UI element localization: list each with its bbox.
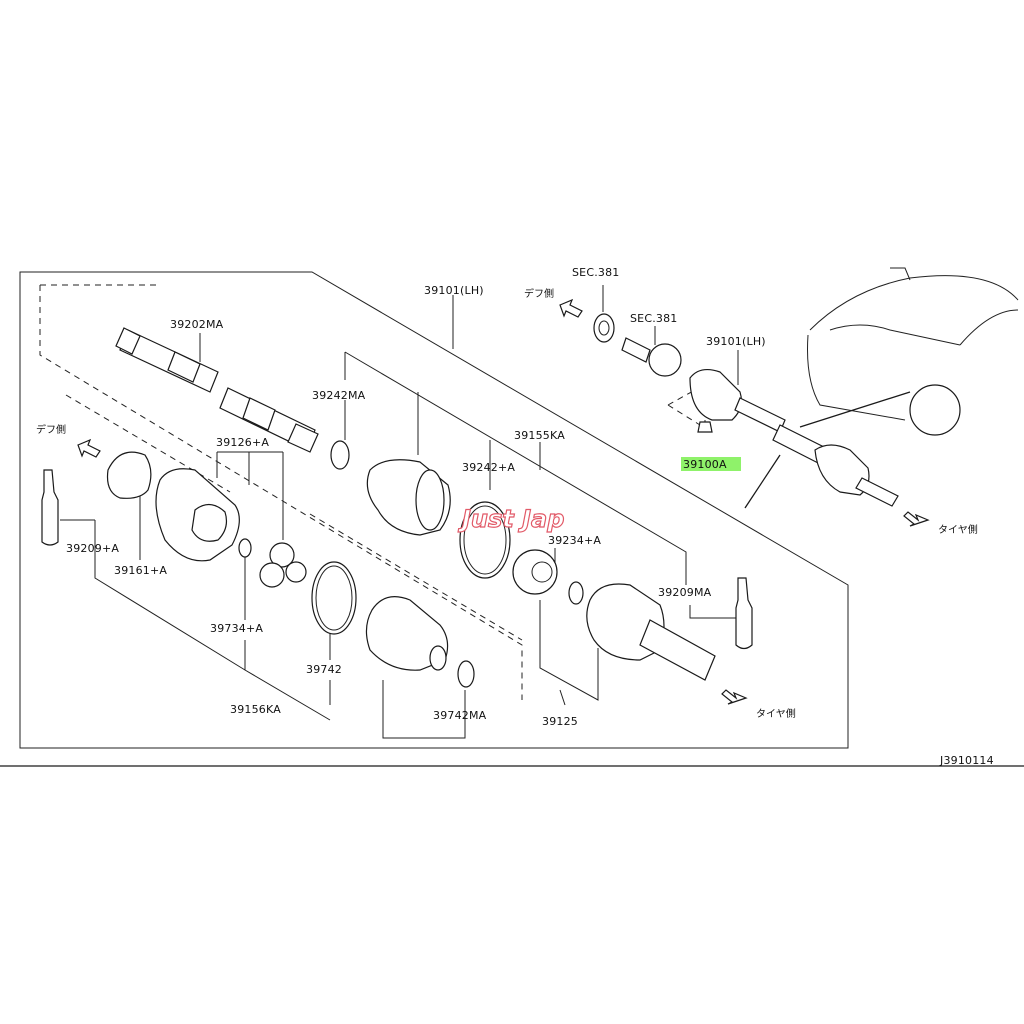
leader-lines (60, 285, 740, 739)
flange-sec381 (621, 337, 682, 377)
label-39242MA: 39242MA (312, 389, 366, 402)
boot-band-39742 (311, 561, 357, 635)
label-39234A: 39234+A (548, 534, 601, 547)
arrow-tire-side-right-icon (903, 511, 930, 527)
snap-ring-small (568, 581, 584, 605)
label-39126A: 39126+A (216, 436, 269, 449)
label-39742MA: 39742MA (433, 709, 487, 722)
small-band-39742MA (457, 660, 475, 688)
arrow-diff-side-top-icon (559, 298, 583, 318)
label-39101LH-main: 39101(LH) (424, 284, 484, 297)
label-sec381-mid: SEC.381 (630, 312, 678, 325)
label-tire-side-right: タイヤ側 (938, 523, 978, 536)
label-39742: 39742 (306, 663, 342, 676)
part-highlight (681, 457, 741, 471)
label-39161A: 39161+A (114, 564, 167, 577)
label-diff-side-left: デフ側 (36, 423, 66, 436)
diagram-frame (0, 271, 1024, 767)
label-39202MA: 39202MA (170, 318, 224, 331)
grease-bottle-right (735, 577, 753, 650)
label-sec381-top: SEC.381 (572, 266, 620, 279)
dashed-assembly-outline (39, 284, 523, 700)
small-band-39242MA (330, 440, 350, 470)
large-band-39242A (459, 501, 511, 579)
inner-shaft-39202MA (115, 327, 319, 453)
label-39242A: 39242+A (462, 461, 515, 474)
spider-assembly (259, 542, 307, 588)
inner-race-39234A (512, 549, 558, 595)
inner-boot-39156KA (365, 596, 449, 671)
tripod-housing (155, 468, 240, 562)
diagram-code: J3910114 (939, 754, 994, 767)
label-39156KA: 39156KA (230, 703, 281, 716)
bolt-39100A (697, 421, 713, 433)
gasket-plate-39161A (106, 451, 152, 499)
arrow-diff-side-left-icon (77, 438, 101, 458)
label-39101LH-small: 39101(LH) (706, 335, 766, 348)
label-39125: 39125 (542, 715, 578, 728)
label-39155KA: 39155KA (514, 429, 565, 442)
label-39734A: 39734+A (210, 622, 263, 635)
label-39100A: 39100A (683, 458, 727, 471)
snap-ring-39734A (238, 538, 252, 558)
driveshaft-assembly-39101LH (689, 368, 899, 507)
oil-seal-sec381 (593, 313, 615, 343)
watermark: Just Jap (458, 505, 564, 533)
outer-joint-39125 (586, 583, 716, 681)
outer-boot-39155KA (366, 459, 451, 536)
label-diff-side-top: デフ側 (524, 287, 554, 300)
vehicle-sketch (744, 267, 1019, 509)
label-39209A: 39209+A (66, 542, 119, 555)
label-39209MA: 39209MA (658, 586, 712, 599)
label-tire-side-bottom: タイヤ側 (756, 707, 796, 720)
grease-bottle-left (41, 469, 59, 546)
arrow-tire-side-bottom-icon (721, 689, 748, 705)
